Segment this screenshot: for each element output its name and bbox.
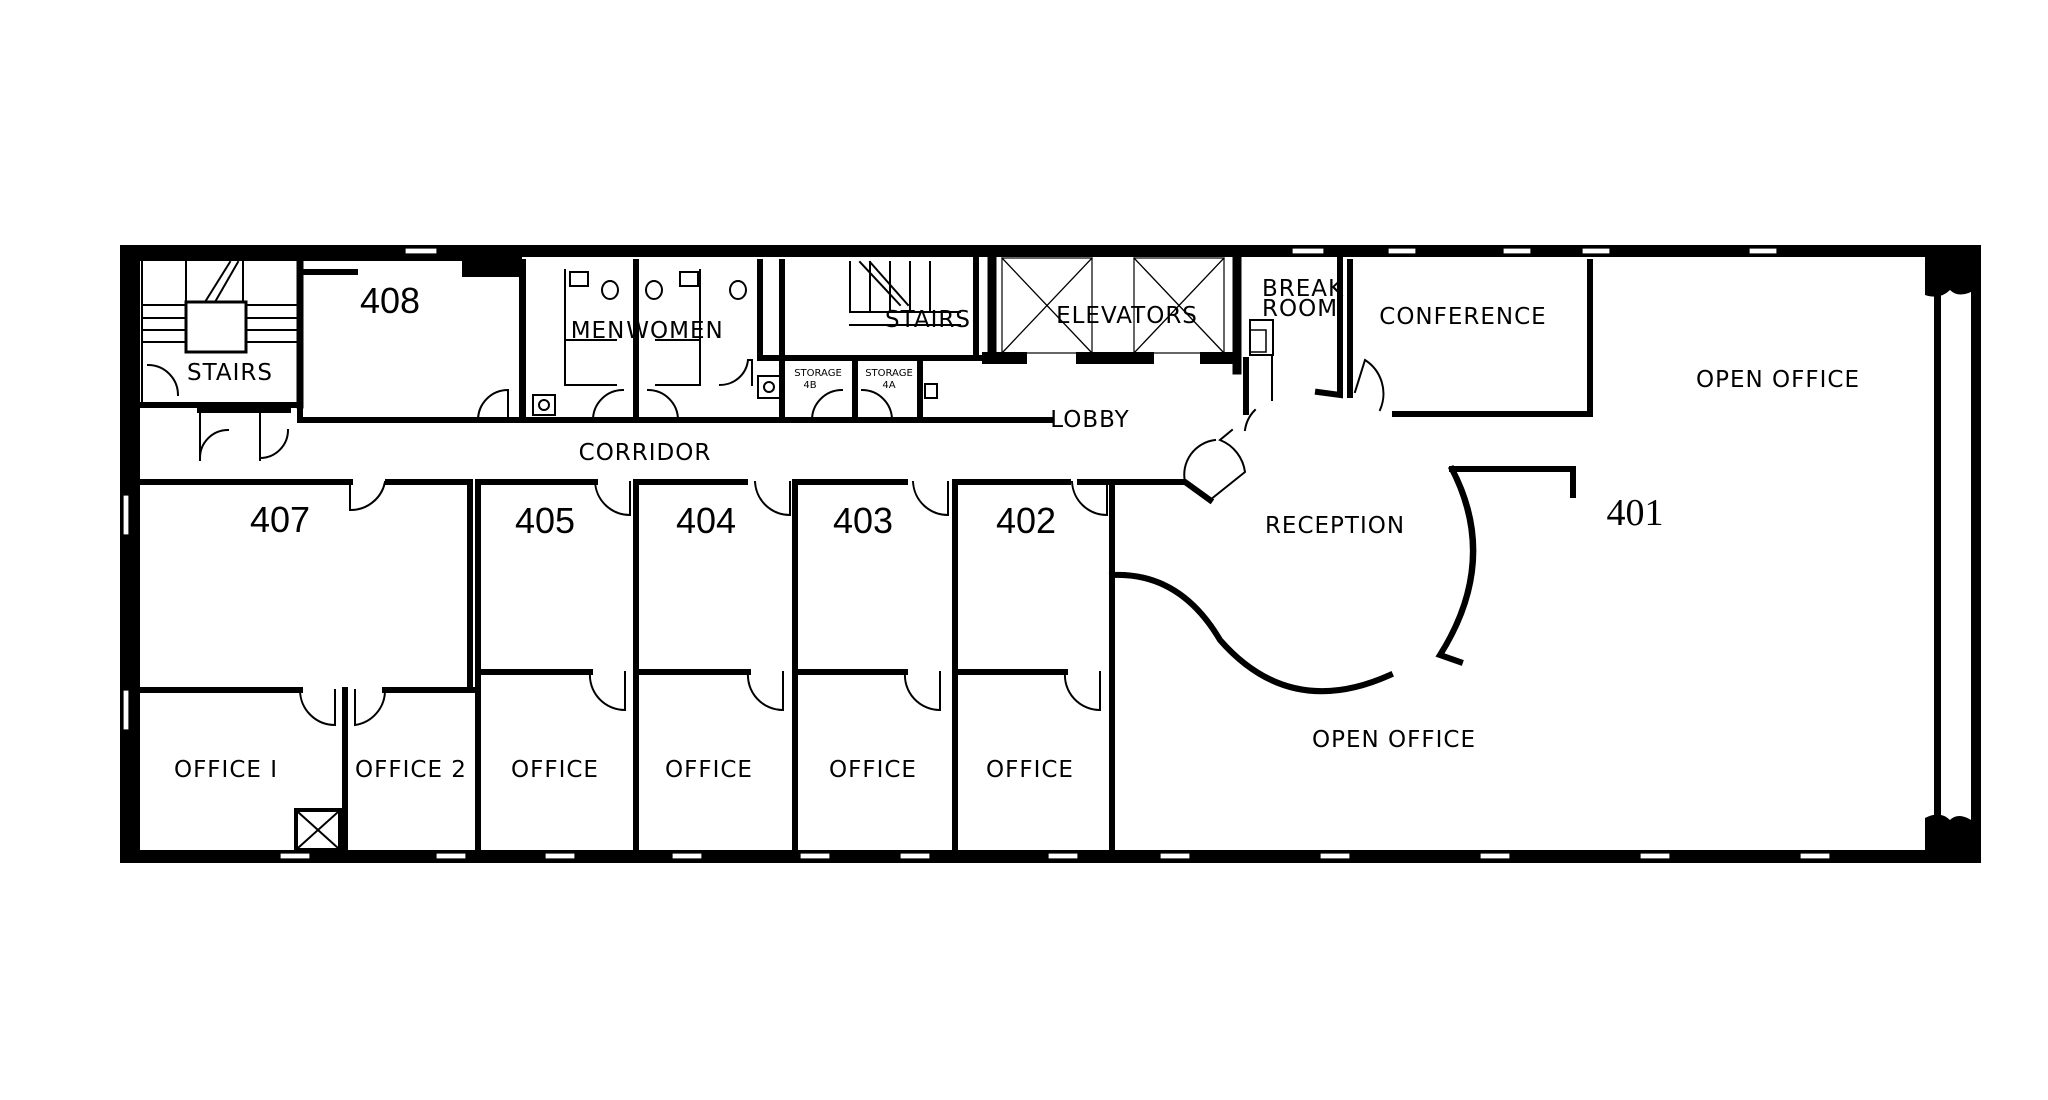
office-1-label: OFFICE I [174,757,278,783]
conference-label: CONFERENCE [1379,304,1546,330]
corridor-lobby: LOBBY CORRIDOR [135,407,1129,693]
room-408: 408 [297,259,525,423]
windows [122,247,1831,860]
office-rows: 407 OFFICE I OFFICE 2 405 404 403 402 OF… [135,479,1115,853]
stairs-east-label: STAIRS [885,307,971,333]
elevators: ELEVATORS [982,253,1242,375]
room-407-label: 407 [250,499,310,540]
elevators-label: ELEVATORS [1056,303,1198,329]
restrooms: MEN WOMEN [520,259,1053,423]
office-405-label: OFFICE [511,757,599,783]
storage-4a-label: STORAGE [865,368,913,379]
storage-stairs-east: STAIRS STORAGE 4B STORAGE 4A [757,257,988,423]
open-office-north-label: OPEN OFFICE [1696,367,1860,393]
column-ne [1925,252,1978,297]
office-403-label: OFFICE [829,757,917,783]
office-404-label: OFFICE [665,757,753,783]
lobby-label: LOBBY [1050,407,1129,433]
storage-4a-id: 4A [882,380,895,391]
break-room-label-1: BREAK [1262,276,1344,302]
storage-4b-id: 4B [803,380,816,391]
open-office-south-label: OPEN OFFICE [1312,727,1476,753]
west-wall [122,247,140,861]
conference-room: CONFERENCE [1347,259,1593,417]
room-401-label: 401 [1607,492,1664,534]
stairs-west: STAIRS [139,258,304,461]
room-402-label: 402 [996,500,1056,541]
reception-label: RECEPTION [1265,513,1405,539]
open-office-401: OPEN OFFICE 401 OPEN OFFICE [1312,367,1860,753]
office-402-label: OFFICE [986,757,1074,783]
office-2-label: OFFICE 2 [355,757,467,783]
reception: RECEPTION [1108,408,1405,853]
break-room-label-2: ROOM [1262,296,1338,322]
column-se [1925,814,1978,856]
room-408-label: 408 [360,280,420,321]
room-405-label: 405 [515,500,575,541]
women-label: WOMEN [626,318,723,344]
men-label: MEN [571,318,626,344]
corridor-label: CORRIDOR [579,440,712,466]
break-room: BREAK ROOM [1243,255,1344,415]
stairs-west-label: STAIRS [187,360,273,386]
room-403-label: 403 [833,500,893,541]
room-404-label: 404 [676,500,736,541]
east-wall [1934,288,1941,818]
storage-4b-label: STORAGE [794,368,842,379]
